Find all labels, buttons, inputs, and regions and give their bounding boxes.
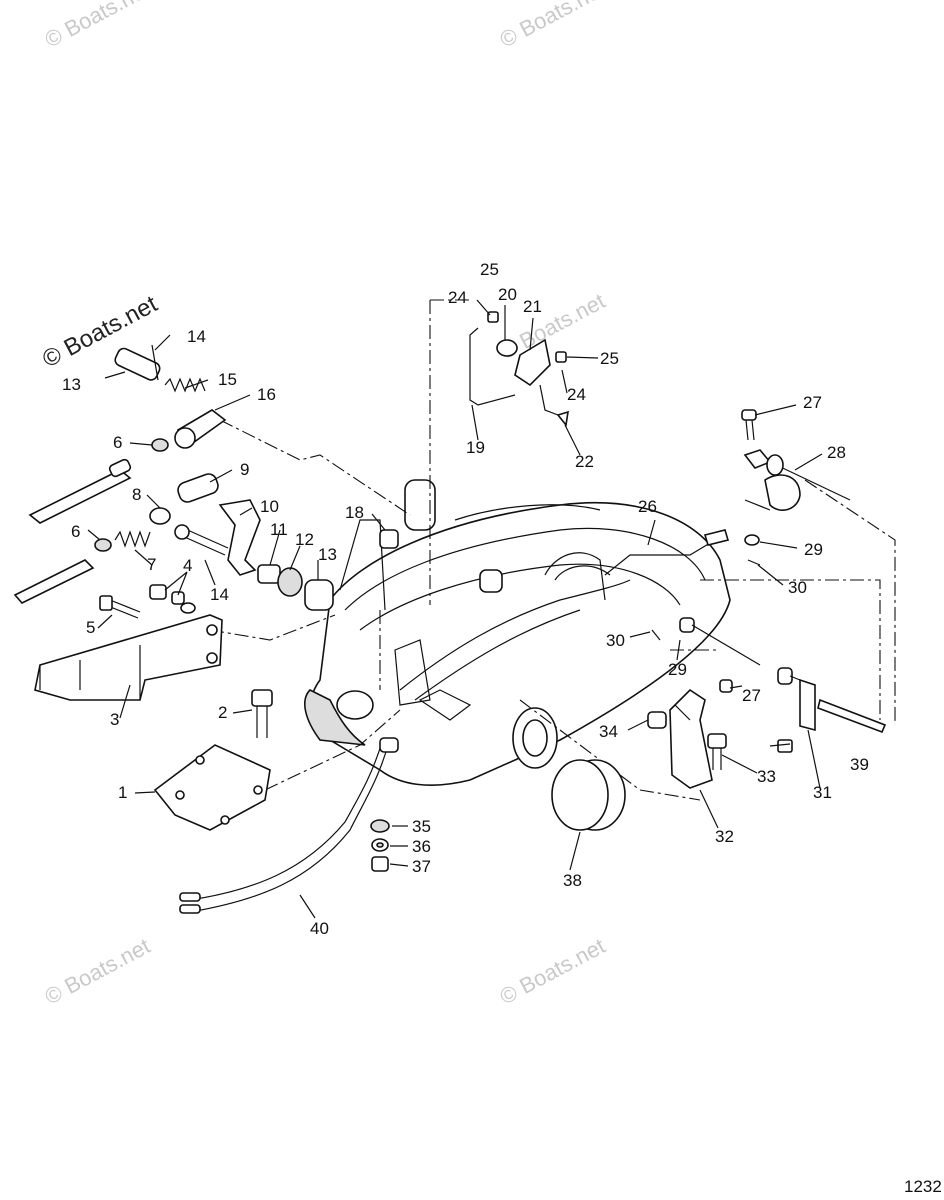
callout-leaders — [87, 299, 823, 919]
callout-33: 33 — [757, 767, 776, 786]
wiring-harness — [399, 552, 631, 701]
callout-7: 7 — [147, 555, 156, 574]
callout-32: 32 — [715, 827, 734, 846]
callout-15: 13 — [62, 375, 81, 394]
throttle-linkage-parts — [13, 344, 399, 831]
watermark: © Boats.net — [41, 0, 155, 52]
callout-27-upper: 27 — [803, 393, 822, 412]
callout-6-upper: 6 — [113, 433, 122, 452]
callout-31: 31 — [813, 783, 832, 802]
callout-labels: 14 13 15 16 6 9 8 10 11 12 13 6 7 14 4 5… — [62, 260, 869, 938]
callout-27-lower: 27 — [742, 686, 761, 705]
callout-25-upper: 25 — [480, 260, 499, 279]
callout-29-right: 29 — [804, 540, 823, 559]
watermark: © Boats.net — [41, 933, 155, 1009]
callout-35: 35 — [412, 817, 431, 836]
callout-36: 36 — [412, 837, 431, 856]
callout-34: 34 — [599, 722, 618, 741]
callout-23: 22 — [575, 452, 594, 471]
callout-39: 39 — [850, 755, 869, 774]
callout-40: 40 — [310, 919, 329, 938]
assembly-lines — [209, 299, 896, 801]
callout-16: 14 — [187, 327, 206, 346]
shift-linkage-parts — [469, 311, 569, 427]
watermark: © Boats.net — [496, 933, 610, 1009]
callout-38: 38 — [563, 871, 582, 890]
callout-13: 13 — [318, 545, 337, 564]
watermark: © Boats.net — [496, 0, 610, 52]
callout-10: 10 — [260, 497, 279, 516]
callout-19: 18 — [345, 503, 364, 522]
callout-6-lower: 6 — [71, 522, 80, 541]
shift-cable-parts — [604, 409, 887, 789]
callout-3: 3 — [110, 710, 119, 729]
callout-29-lower: 29 — [668, 660, 687, 679]
callout-1: 1 — [118, 783, 127, 802]
callout-2: 2 — [218, 703, 227, 722]
callout-4: 4 — [183, 556, 192, 575]
callout-25-right: 25 — [600, 349, 619, 368]
callout-18: 16 — [257, 385, 276, 404]
callout-24-right: 24 — [567, 385, 586, 404]
callout-20: 19 — [466, 438, 485, 457]
callout-26: 26 — [638, 497, 657, 516]
callout-30-right: 30 — [788, 578, 807, 597]
callout-5: 5 — [86, 618, 95, 637]
callout-11: 11 — [270, 520, 288, 539]
callout-12: 12 — [295, 530, 314, 549]
callout-22: 21 — [523, 297, 542, 316]
callout-17: 15 — [218, 370, 237, 389]
callout-21: 20 — [498, 285, 517, 304]
callout-30-lower: 30 — [606, 631, 625, 650]
callout-14: 14 — [210, 585, 229, 604]
trim-harness-parts — [179, 737, 626, 914]
callout-37: 37 — [412, 857, 431, 876]
callout-28: 28 — [827, 443, 846, 462]
callout-9: 9 — [240, 460, 249, 479]
callout-8: 8 — [132, 485, 141, 504]
callout-24-upper: 24 — [448, 288, 467, 307]
page-number: 1232 — [904, 1177, 942, 1196]
bottom-cowl-housing — [304, 479, 731, 786]
